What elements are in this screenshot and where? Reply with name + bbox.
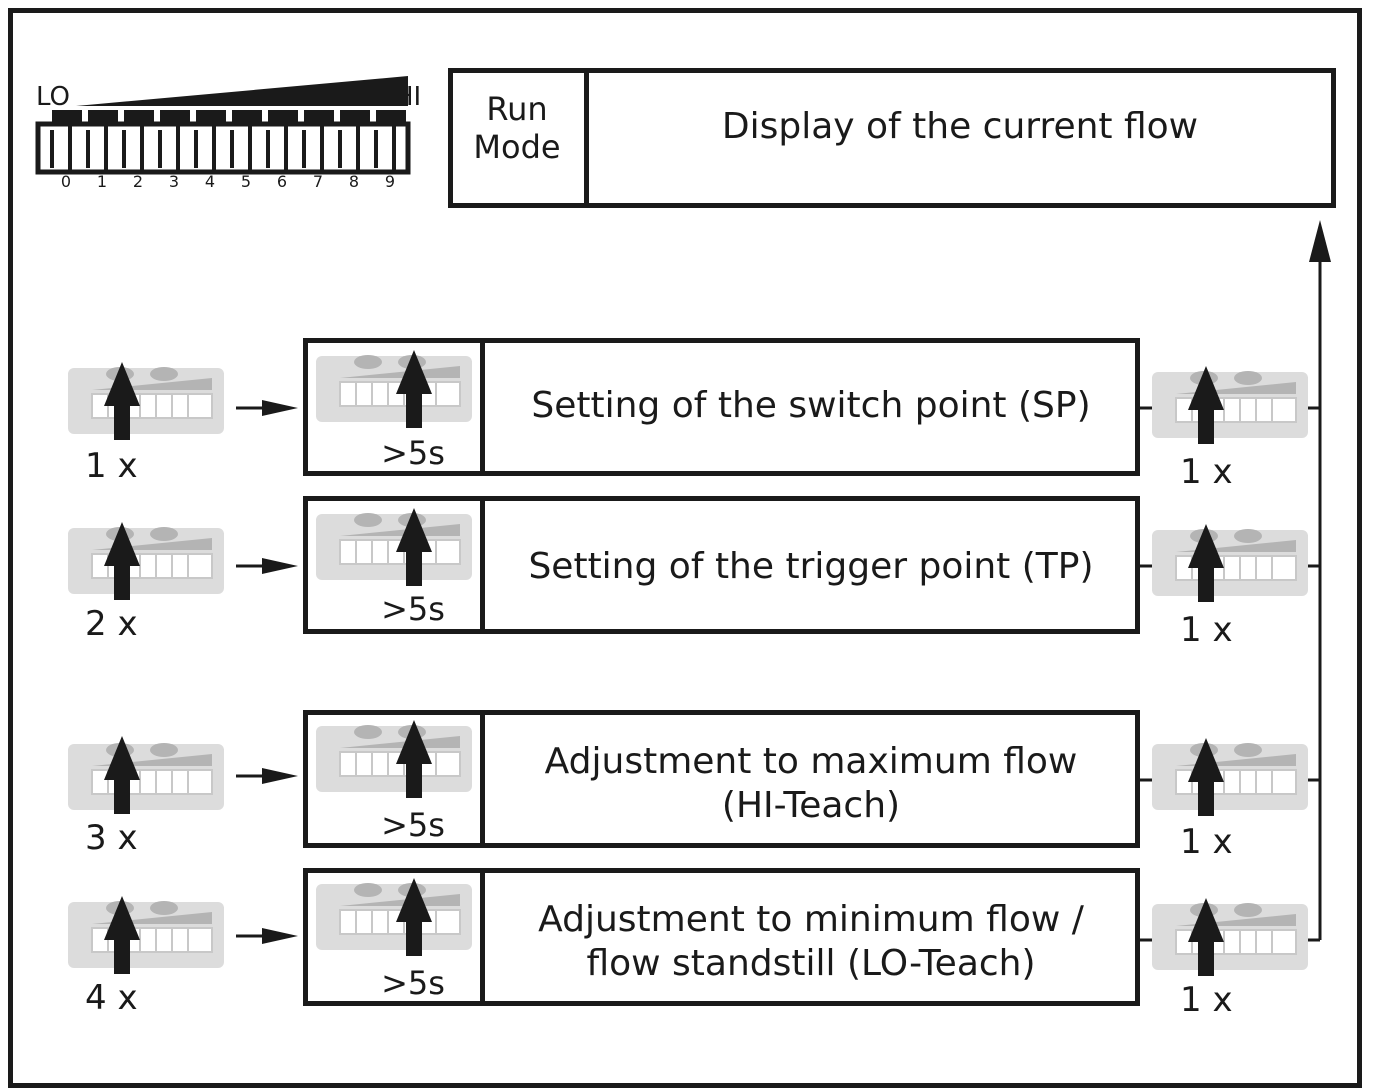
segment-label-6: 6 xyxy=(276,172,288,191)
step-box-lo-teach xyxy=(303,868,1140,1006)
press-count: 2 x xyxy=(85,604,138,644)
return-press-count: 1 x xyxy=(1180,980,1233,1020)
step-text-line1: Setting of the trigger point (TP) xyxy=(528,546,1094,587)
lo-label: LO xyxy=(36,82,71,112)
hold-duration: >5s xyxy=(381,434,445,472)
step-text-line2: flow standstill (LO-Teach) xyxy=(586,943,1036,984)
hi-label: HI xyxy=(394,82,422,112)
step-divider xyxy=(480,710,485,848)
segment-label-8: 8 xyxy=(348,172,360,191)
segment-label-4: 4 xyxy=(204,172,216,191)
hold-duration: >5s xyxy=(381,590,445,628)
press-count: 3 x xyxy=(85,818,138,858)
step-text-line1: Adjustment to maximum flow xyxy=(544,741,1078,782)
run-mode-label-line2: Mode xyxy=(473,128,561,166)
segment-label-9: 9 xyxy=(384,172,396,191)
segment-label-5: 5 xyxy=(240,172,252,191)
run-mode-label: Run Mode xyxy=(452,90,582,166)
step-text-hi-teach: Adjustment to maximum flow (HI-Teach) xyxy=(486,740,1136,828)
hold-duration: >5s xyxy=(381,806,445,844)
step-text-switch-point: Setting of the switch point (SP) xyxy=(486,384,1136,428)
step-box-hi-teach xyxy=(303,710,1140,848)
return-press-count: 1 x xyxy=(1180,822,1233,862)
run-mode-label-line1: Run xyxy=(486,90,548,128)
segment-label-1: 1 xyxy=(96,172,108,191)
segment-label-7: 7 xyxy=(312,172,324,191)
step-divider xyxy=(480,868,485,1006)
step-text-line1: Adjustment to minimum flow / xyxy=(538,899,1084,940)
run-mode-box xyxy=(448,68,1336,208)
segment-label-0: 0 xyxy=(60,172,72,191)
step-text-lo-teach: Adjustment to minimum flow / flow stands… xyxy=(486,898,1136,986)
segment-label-3: 3 xyxy=(168,172,180,191)
press-count: 1 x xyxy=(85,446,138,486)
step-text-line1: Setting of the switch point (SP) xyxy=(531,385,1091,426)
run-mode-divider xyxy=(584,68,589,208)
step-text-trigger-point: Setting of the trigger point (TP) xyxy=(486,545,1136,589)
step-text-line2: (HI-Teach) xyxy=(721,785,901,826)
return-press-count: 1 x xyxy=(1180,452,1233,492)
segment-label-2: 2 xyxy=(132,172,144,191)
step-box-trigger-point xyxy=(303,496,1140,634)
step-divider xyxy=(480,496,485,634)
step-box-switch-point xyxy=(303,338,1140,476)
step-divider xyxy=(480,338,485,476)
press-count: 4 x xyxy=(85,978,138,1018)
return-press-count: 1 x xyxy=(1180,610,1233,650)
hold-duration: >5s xyxy=(381,964,445,1002)
run-mode-description: Display of the current flow xyxy=(721,106,1199,147)
